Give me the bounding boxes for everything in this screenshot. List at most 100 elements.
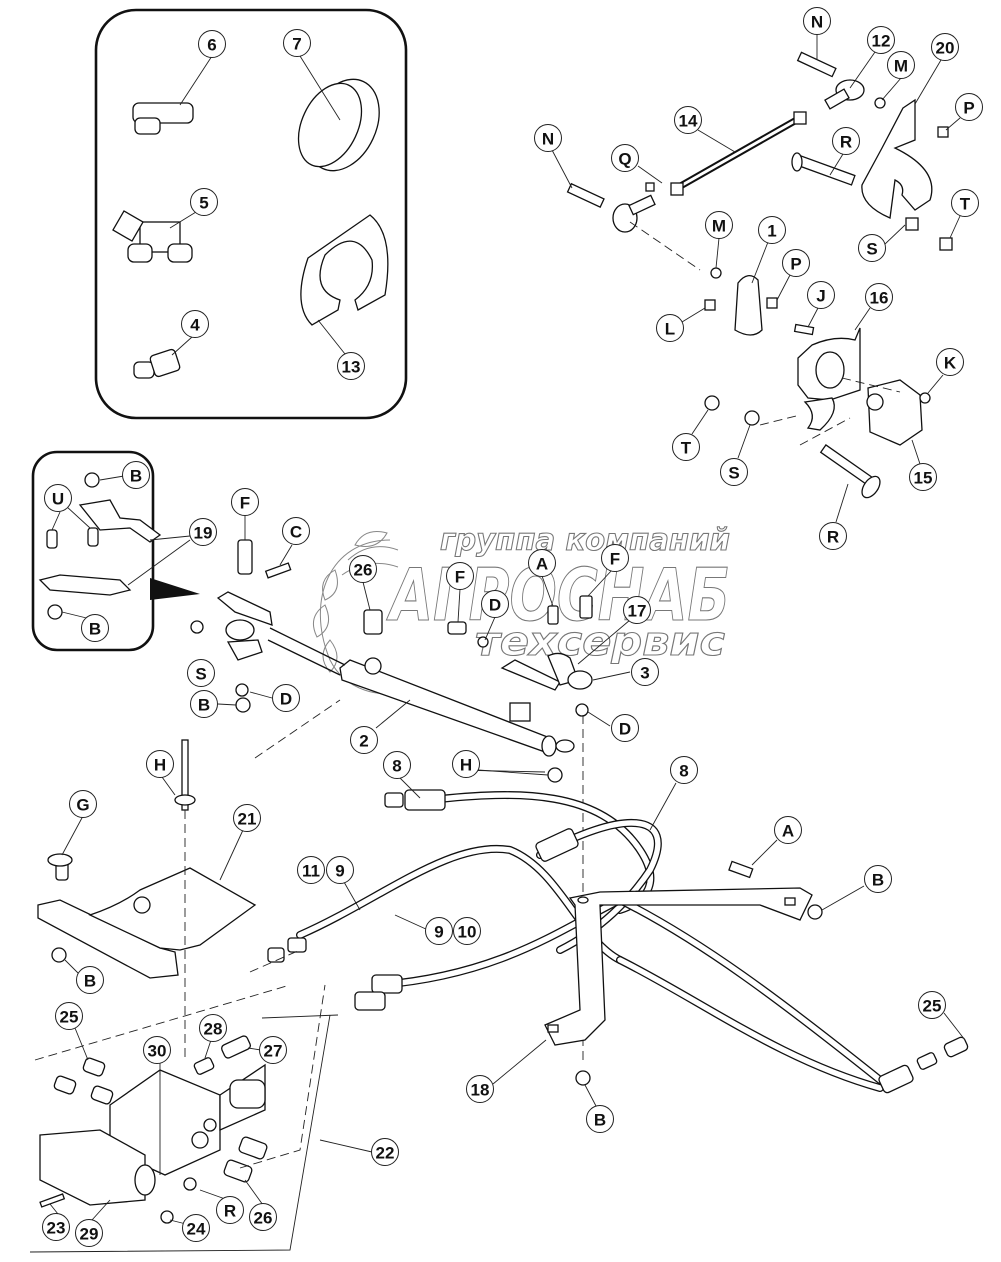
callout-U: U (44, 484, 72, 512)
callout-label: M (712, 217, 726, 236)
callout-D3: D (611, 714, 639, 742)
callout-label: 29 (80, 1225, 99, 1244)
callout-circle (272, 684, 300, 712)
callout-circle (181, 310, 209, 338)
bracket-17-3-icon (447, 569, 631, 1060)
valve-block-assembly (29, 984, 373, 1253)
callout-A2: A (774, 816, 802, 844)
callout-N1: N (803, 7, 831, 35)
callout-14: 14 (674, 106, 702, 134)
callout-27: 27 (259, 1036, 287, 1064)
callout-circle (453, 917, 481, 945)
callout-label: 23 (47, 1219, 66, 1238)
callout-circle (858, 234, 886, 262)
callout-label: 16 (870, 289, 889, 308)
hoses (249, 769, 969, 1094)
callout-B5: B (76, 966, 104, 994)
callout-label: 30 (148, 1042, 167, 1061)
callout-circle (865, 283, 893, 311)
callout-circle (189, 518, 217, 546)
callout-circle (819, 522, 847, 550)
callout-label: D (619, 720, 631, 739)
nut-T-S-icon (691, 395, 801, 459)
callout-circle (326, 856, 354, 884)
callout-circle (832, 127, 860, 155)
bolt-N-icon (551, 33, 837, 209)
callout-circle (233, 804, 261, 832)
callout-label: B (84, 972, 96, 991)
callout-S1: S (858, 234, 886, 262)
callout-label: S (728, 464, 739, 483)
lever-1-icon (734, 241, 769, 336)
callout-24: 24 (182, 1214, 210, 1242)
callout-T1: T (951, 189, 979, 217)
callout-label: 2 (359, 732, 368, 751)
callout-R2: R (819, 522, 847, 550)
callout-label: H (154, 756, 166, 775)
cylinder-2-icon (254, 627, 575, 759)
callout-25b: 25 (918, 991, 946, 1019)
callout-label: 9 (335, 862, 344, 881)
callout-Q: Q (611, 144, 639, 172)
callout-label: S (866, 240, 877, 259)
callout-label: F (455, 568, 465, 587)
block-15-icon (841, 374, 944, 465)
callout-L: L (656, 314, 684, 342)
callout-label: 25 (60, 1008, 79, 1027)
callout-circle (955, 93, 983, 121)
callout-circle (601, 544, 629, 572)
callout-label: D (280, 690, 292, 709)
callout-label: Q (618, 150, 631, 169)
callout-19: 19 (189, 518, 217, 546)
callout-label: 25 (923, 997, 942, 1016)
callout-label: H (460, 756, 472, 775)
callout-circle (672, 433, 700, 461)
callout-label: 24 (187, 1220, 206, 1239)
callout-F1: F (231, 488, 259, 516)
callout-circle (528, 549, 556, 577)
callout-label: B (130, 467, 142, 486)
callout-29: 29 (75, 1219, 103, 1247)
callout-label: U (52, 490, 64, 509)
callout-circle (466, 1075, 494, 1103)
callout-S3: S (187, 659, 215, 687)
callout-circle (656, 314, 684, 342)
callout-16: 16 (865, 283, 893, 311)
callout-label: S (195, 665, 206, 684)
callout-circle (864, 865, 892, 893)
callout-circle (143, 1036, 171, 1064)
callout-S2: S (720, 458, 748, 486)
callout-circle (216, 1196, 244, 1224)
callout-30: 30 (143, 1036, 171, 1064)
callout-20: 20 (931, 33, 959, 61)
linkage-assembly (551, 33, 961, 336)
callout-circle (190, 188, 218, 216)
callout-C: C (282, 517, 310, 545)
plate-16-icon (797, 307, 871, 431)
callout-17: 17 (623, 596, 651, 624)
rod-end-19-icon (216, 591, 273, 661)
callout-label: J (816, 287, 825, 306)
callout-label: 27 (264, 1042, 283, 1061)
callout-label: N (811, 13, 823, 32)
callout-label: 11 (302, 862, 320, 881)
bracket-inset (31, 450, 200, 652)
callout-circle (259, 1036, 287, 1064)
plug-7-icon (297, 55, 380, 172)
callout-label: 5 (199, 194, 208, 213)
callout-circle (42, 1213, 70, 1241)
small-hardware-icon (629, 77, 961, 323)
watermark-line1: группа компаний (440, 523, 730, 558)
callout-circle (297, 856, 325, 884)
callout-label: L (665, 320, 675, 339)
callout-label: 7 (292, 35, 301, 54)
callout-R1: R (832, 127, 860, 155)
callout-B2: B (81, 614, 109, 642)
callout-circle (425, 917, 453, 945)
callout-label: B (198, 696, 210, 715)
callout-M2: M (705, 211, 733, 239)
callout-A1: A (528, 549, 556, 577)
callout-5: 5 (190, 188, 218, 216)
callout-label: 8 (679, 762, 688, 781)
